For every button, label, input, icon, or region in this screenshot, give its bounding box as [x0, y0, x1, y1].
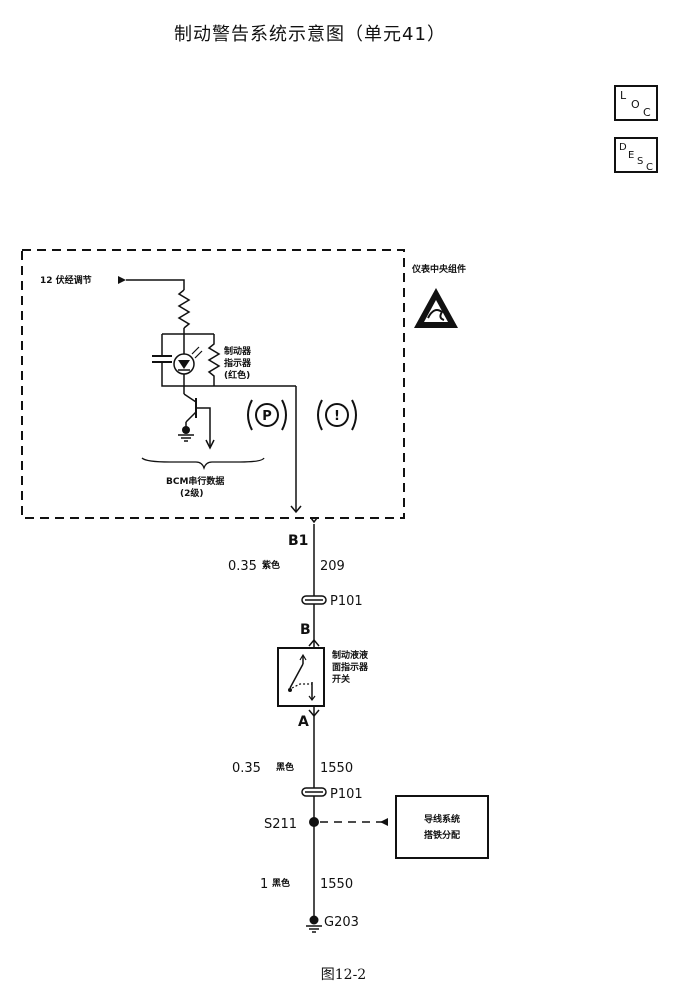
parking-brake-symbol-icon: P: [247, 399, 287, 431]
wire-1550-a-size: 0.35: [232, 761, 261, 776]
brake-fluid-switch-box: [277, 647, 325, 707]
desc-badge-e: E: [628, 150, 634, 161]
module-boundary: [21, 249, 405, 519]
ground-distribution-box: [395, 795, 489, 859]
b1-arrow: [290, 505, 302, 514]
wire-1550-b-color: 黑色: [272, 877, 290, 889]
lamp-label-line3: (红色): [224, 369, 250, 381]
switch-label-line1: 制动液液: [332, 649, 369, 661]
loc-badge-o: O: [631, 98, 640, 111]
p101-connector-b: [301, 787, 327, 797]
ground-g203-label: G203: [324, 915, 359, 930]
desc-badge-d: D: [619, 142, 627, 153]
input-label: 12 伏经调节: [40, 274, 92, 286]
input-arrow: [118, 276, 126, 284]
loc-badge-c: C: [643, 106, 651, 119]
brake-lamp-led-icon: [173, 346, 203, 375]
loc-badge-l: L: [620, 89, 627, 102]
bcm-brace: [141, 457, 265, 471]
connector-a-label: A: [298, 714, 309, 730]
switch-icon: [288, 653, 316, 701]
connector-p101-a-label: P101: [330, 594, 363, 609]
wire-209-circuit: 209: [320, 559, 345, 574]
desc-badge-c: C: [646, 162, 653, 173]
page-title: 制动警告系统示意图（单元41）: [174, 24, 446, 45]
wire-1550-a-color: 黑色: [276, 761, 294, 773]
lamp-label-line1: 制动器: [224, 345, 252, 357]
bcm-label-line1: BCM串行数据: [166, 475, 224, 487]
bcm-label-line2: (2级): [180, 487, 204, 499]
module-ground-icon: [178, 426, 194, 442]
wire-1550-a-circuit: 1550: [320, 761, 353, 776]
switch-label-line3: 开关: [332, 673, 350, 685]
lamp-label-line2: 指示器: [224, 357, 252, 369]
wire-1550-b-size: 1: [260, 877, 268, 892]
figure-caption: 图12-2: [320, 967, 367, 983]
desc-badge[interactable]: D E S C: [614, 137, 658, 173]
ground-dist-label-line2: 搭铁分配: [424, 829, 460, 841]
connector-b1-label: B1: [288, 533, 308, 549]
brake-warning-symbol-icon: !: [317, 399, 357, 431]
ground-dist-label-line1: 导线系统: [424, 813, 460, 825]
connector-b-label: B: [300, 622, 311, 638]
module-label: 仪表中央组件: [411, 263, 466, 275]
ground-g203-icon: [306, 915, 322, 933]
wire-209-size: 0.35: [228, 559, 257, 574]
p101-connector-a: [301, 595, 327, 605]
transistor-symbol: [183, 386, 215, 450]
splice-s211-label: S211: [264, 817, 297, 832]
wire-209-color: 紫色: [262, 559, 280, 571]
loc-badge[interactable]: L O C: [614, 85, 658, 121]
warning-symbol-mark: !: [334, 409, 340, 424]
desc-badge-s: S: [637, 156, 643, 167]
switch-label-line2: 面指示器: [332, 661, 369, 673]
splice-s211-dot: [309, 817, 319, 827]
esd-warning-icon: [414, 288, 458, 328]
parking-symbol-letter: P: [262, 409, 272, 424]
wire-1550-b-circuit: 1550: [320, 877, 353, 892]
resistor-symbol: [177, 289, 191, 329]
connector-p101-b-label: P101: [330, 787, 363, 802]
